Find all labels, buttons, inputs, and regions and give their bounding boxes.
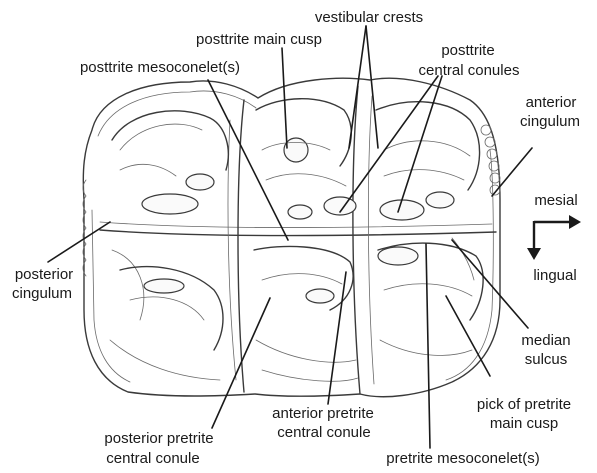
label-anterior-pretrite-line2: central conule (277, 424, 370, 441)
label-median-sulcus-line1: median (521, 332, 570, 349)
label-anterior-cingulum-line2: cingulum (520, 113, 580, 130)
label-lingual: lingual (533, 267, 576, 284)
label-posttrite-central-conules-line1: posttrite (441, 42, 494, 59)
mesial-arrowhead (569, 215, 581, 229)
leader-posterior-pretrite (212, 298, 270, 428)
label-mesial: mesial (534, 192, 577, 209)
label-posterior-cingulum-line1: posterior (15, 266, 73, 283)
leader-pick-pretrite (446, 296, 490, 376)
leader-lines (48, 26, 532, 448)
label-vestibular-crests: vestibular crests (315, 9, 423, 26)
orientation-arrows (527, 215, 581, 260)
label-posttrite-main-cusp: posttrite main cusp (196, 31, 322, 48)
label-posttrite-mesoconelets: posttrite mesoconelet(s) (80, 59, 240, 76)
leader-anterior-cingulum (492, 148, 532, 196)
label-median-sulcus-line2: sulcus (525, 351, 568, 368)
leader-posttrite-main-cusp (282, 48, 287, 148)
lingual-arrowhead (527, 248, 541, 260)
leader-vestibular-crest-b (366, 26, 378, 148)
leader-median-sulcus (452, 240, 528, 328)
posterior-loph (110, 111, 228, 380)
middle-loph (254, 99, 358, 382)
leader-posttrite-conule-b (398, 76, 442, 212)
tooth-outline (83, 78, 500, 396)
label-posterior-cingulum-line2: cingulum (12, 285, 72, 302)
label-posttrite-central-conules-line2: central conules (419, 62, 520, 79)
label-anterior-pretrite-line1: anterior pretrite (272, 405, 374, 422)
labels: vestibular crests posttrite main cusp po… (12, 9, 580, 467)
tooth-lophs (100, 86, 496, 394)
leader-pretrite-mesoconelets (426, 244, 430, 448)
label-posterior-pretrite-line2: central conule (106, 450, 199, 467)
leader-posterior-cingulum (48, 222, 110, 262)
leader-vestibular-crest-a (349, 26, 366, 148)
label-pick-pretrite-line1: pick of pretrite (477, 396, 571, 413)
label-pick-pretrite-line2: main cusp (490, 415, 558, 432)
leader-posttrite-mesoconelets (208, 80, 288, 240)
label-pretrite-mesoconelets: pretrite mesoconelet(s) (386, 450, 539, 467)
label-anterior-cingulum-line1: anterior (526, 94, 577, 111)
label-posterior-pretrite-line1: posterior pretrite (104, 430, 213, 447)
